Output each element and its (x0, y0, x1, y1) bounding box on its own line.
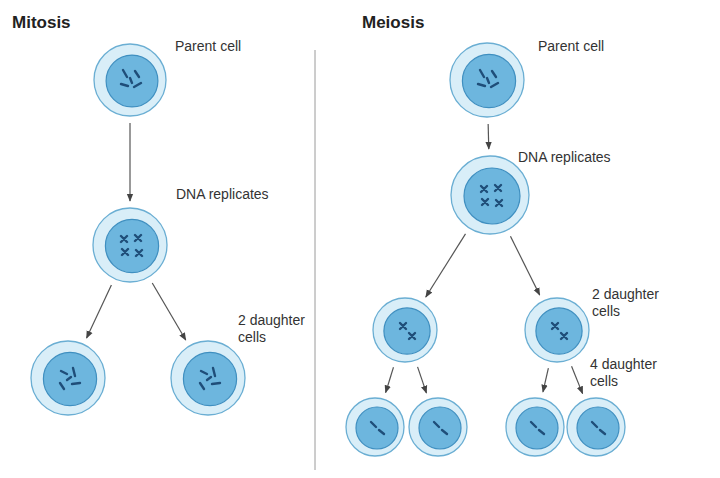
cell-node (372, 297, 438, 363)
cell-nucleus (516, 407, 558, 449)
cell-node (92, 207, 168, 283)
cell-label: Parent cell (175, 38, 241, 55)
cell-membrane (567, 398, 625, 456)
cell-node: Parent cell (449, 42, 525, 118)
cell-shape (408, 397, 468, 457)
step-label: DNA replicates (518, 149, 611, 166)
cell-node (408, 397, 468, 457)
cell-shape (92, 207, 168, 283)
cell-shape (524, 297, 590, 363)
cell-label: Parent cell (538, 38, 604, 55)
cell-shape (505, 397, 565, 457)
cell-nucleus (462, 54, 515, 107)
cell-node (30, 340, 106, 416)
cell-shape (566, 397, 626, 457)
panel-heading: Mitosis (12, 14, 71, 31)
cell-shape (345, 397, 405, 457)
panel-heading: Meiosis (362, 14, 424, 31)
panel-divider (315, 50, 316, 470)
cell-shape (372, 297, 438, 363)
cell-node (524, 297, 590, 363)
division-arrow (129, 123, 130, 201)
cell-membrane (31, 341, 105, 415)
cell-shape (449, 42, 525, 118)
division-arrow (543, 368, 548, 392)
cell-nucleus (183, 352, 236, 405)
stage-label: 4 daughter cells (590, 356, 670, 390)
cell-membrane (171, 341, 245, 415)
stage-label: 2 daughter cells (592, 286, 672, 320)
cell-node (505, 397, 565, 457)
cell-membrane (93, 208, 167, 282)
division-arrow (152, 283, 185, 340)
cell-shape (93, 43, 167, 117)
cell-node (450, 155, 530, 235)
cell-membrane (94, 44, 166, 116)
cell-node: Parent cell (93, 43, 167, 117)
cell-membrane (506, 398, 564, 456)
cell-nucleus (384, 308, 430, 354)
cell-nucleus (577, 407, 619, 449)
cell-node (170, 340, 246, 416)
cell-node (345, 397, 405, 457)
division-arrow (510, 236, 539, 295)
cell-nucleus (536, 308, 582, 354)
cell-shape (170, 340, 246, 416)
cell-shape (450, 155, 530, 235)
division-arrow (418, 367, 427, 393)
cell-membrane (409, 398, 467, 456)
division-arrow (426, 234, 466, 297)
cell-membrane (346, 398, 404, 456)
division-arrow (87, 285, 112, 338)
division-arrow (572, 366, 583, 393)
cell-nucleus (106, 55, 158, 107)
cell-membrane (451, 156, 529, 234)
cell-nucleus (43, 352, 96, 405)
stage-label: 2 daughter cells (238, 312, 318, 346)
cell-nucleus (356, 407, 398, 449)
cell-membrane (450, 43, 524, 117)
cell-membrane (525, 298, 589, 362)
step-label: DNA replicates (176, 186, 269, 203)
cell-shape (30, 340, 106, 416)
cell-membrane (373, 298, 437, 362)
division-arrow (488, 124, 490, 149)
cell-nucleus (105, 219, 158, 272)
division-arrow (386, 367, 394, 392)
cell-node (566, 397, 626, 457)
cell-nucleus (464, 168, 520, 224)
cell-nucleus (419, 407, 461, 449)
